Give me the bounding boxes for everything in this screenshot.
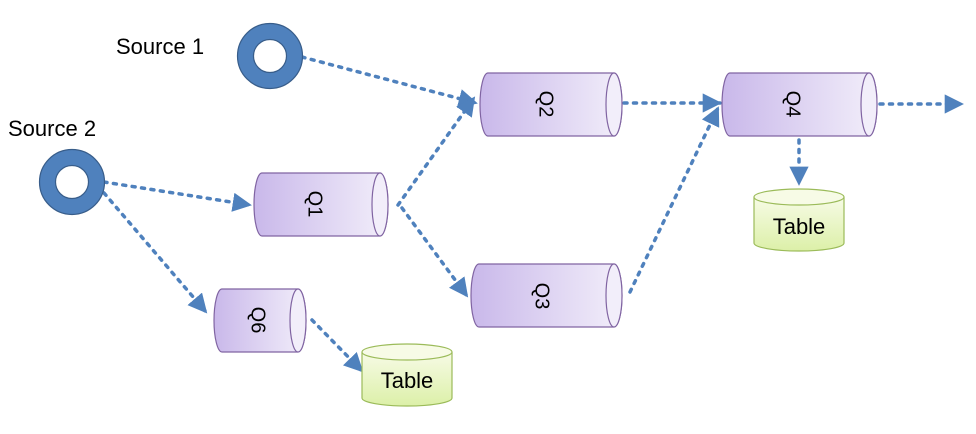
query-q1[interactable]: Q1 [253, 172, 389, 237]
source-1-ring-icon [237, 23, 303, 89]
query-q2[interactable]: Q2 [479, 72, 623, 137]
edge-source-2-to-q6 [102, 191, 208, 314]
source-1-node: Source 1 [116, 22, 304, 90]
table-2-label: Table [381, 368, 434, 393]
source-2-node: Source 2 [8, 116, 106, 216]
table-node-1[interactable]: Table [753, 188, 845, 252]
query-q4[interactable]: Q4 [721, 72, 878, 137]
edge-q3-to-q4 [628, 106, 720, 294]
source-2-ring-icon [39, 149, 105, 215]
edge-q6-to-table-2 [310, 318, 364, 373]
query-q2-label: Q2 [535, 91, 557, 118]
edges [102, 55, 964, 373]
source-2-label: Source 2 [8, 116, 96, 141]
edge-q1-to-q2 [396, 96, 476, 207]
query-q6[interactable]: Q6 [213, 288, 307, 353]
table-1-label: Table [773, 214, 826, 239]
edge-source-2-to-q1 [102, 180, 252, 212]
query-q6-label: Q6 [247, 307, 269, 334]
query-q1-label: Q1 [304, 191, 326, 218]
table-node-2[interactable]: Table [361, 343, 453, 407]
query-q4-label: Q4 [782, 91, 804, 118]
edge-q1-to-q3 [400, 206, 469, 298]
query-q3-label: Q3 [531, 283, 553, 310]
query-q3[interactable]: Q3 [470, 263, 623, 328]
source-1-label: Source 1 [116, 34, 204, 59]
edge-source-1-to-q2 [300, 55, 478, 108]
